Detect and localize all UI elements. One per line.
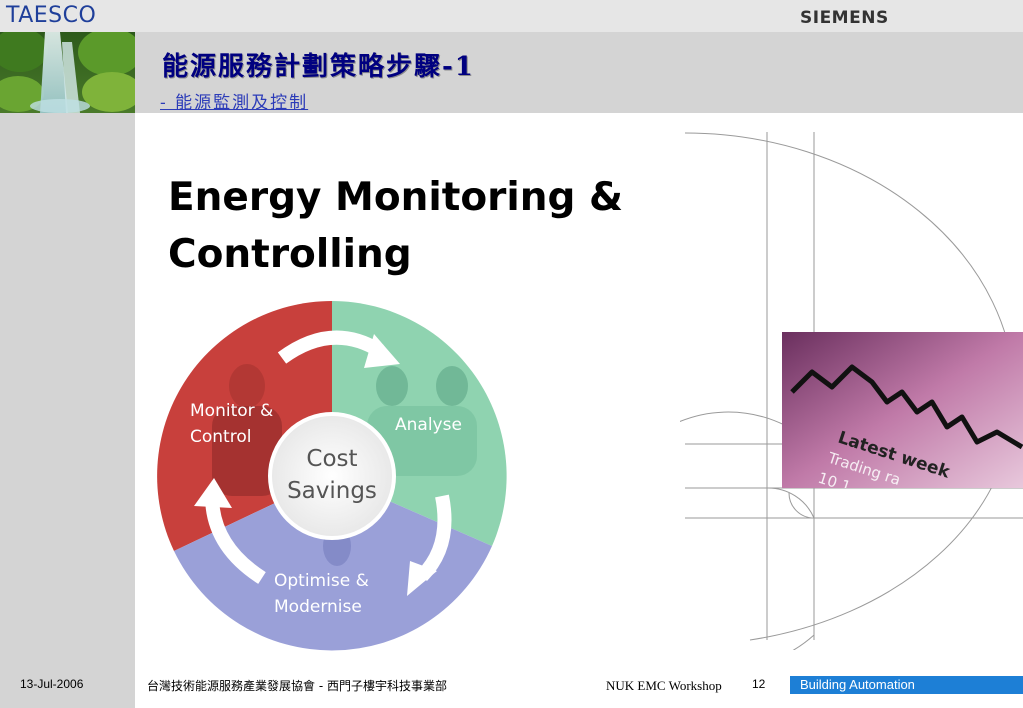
trading-chart-photo: Latest week Trading ra 10 1 xyxy=(782,332,1023,488)
step-1-label-2: Control xyxy=(190,427,251,447)
waterfall-photo xyxy=(0,32,135,113)
org-name: TAESCO xyxy=(6,3,97,28)
slide-headline: Energy Monitoring & Controlling xyxy=(168,169,668,283)
header-band xyxy=(135,32,1023,113)
page-number: 12 xyxy=(752,677,766,691)
step-3-label-1: Optimise & xyxy=(274,571,369,591)
footer-organization: 台灣技術能源服務產業發展協會 - 西門子樓宇科技事業部 xyxy=(147,679,447,693)
footer-event: NUK EMC Workshop xyxy=(606,678,722,693)
hub-label-2: Savings xyxy=(287,478,377,504)
step-2-label: Analyse xyxy=(395,415,462,435)
step-1-label-1: Monitor & xyxy=(190,401,273,421)
footer-date: 13-Jul-2006 xyxy=(20,677,84,691)
arrow-head-icon xyxy=(194,478,232,508)
slide-title: 能源服務計劃策略步驟-1 xyxy=(162,52,475,82)
division-badge: Building Automation xyxy=(790,676,1023,694)
step-3-label-2: Modernise xyxy=(274,597,362,617)
slide-subtitle-link[interactable]: - 能源監測及控制 xyxy=(160,93,309,113)
headline-line-2: Controlling xyxy=(168,232,412,277)
arrow-head-icon xyxy=(364,334,400,368)
cost-savings-cycle-diagram: Cost Savings Monitor & Control Analyse O… xyxy=(152,296,519,658)
arrow-icon xyxy=(277,330,384,364)
arrow-head-icon xyxy=(407,561,437,596)
hub-label-1: Cost xyxy=(306,446,357,472)
left-band xyxy=(0,113,135,708)
brand-logo-text: SIEMENS xyxy=(800,8,889,28)
headline-line-1: Energy Monitoring & xyxy=(168,175,624,220)
top-strip xyxy=(0,0,1023,32)
